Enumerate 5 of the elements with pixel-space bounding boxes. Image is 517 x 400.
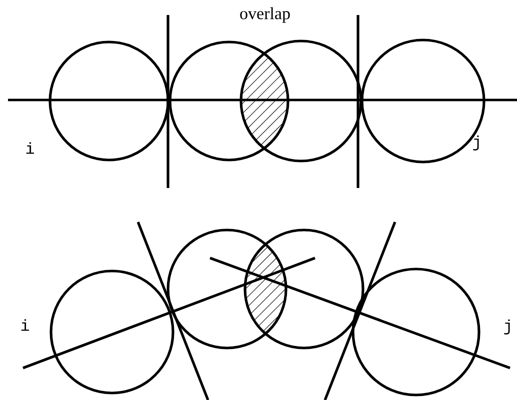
end-label: i: [26, 142, 34, 154]
end-label: j: [504, 320, 510, 334]
heading-label: overlap: [240, 7, 290, 23]
end-label: i: [21, 319, 29, 331]
end-label: j: [473, 136, 479, 150]
